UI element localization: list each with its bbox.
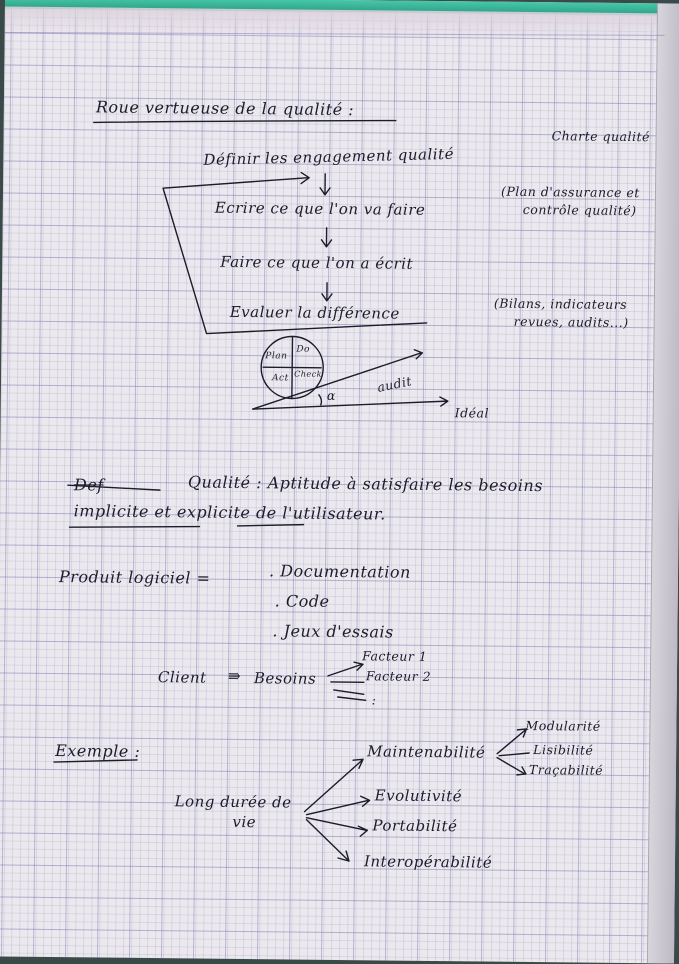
step-evaluate: Evaluer la différence (229, 302, 400, 323)
note-plan-line1: (Plan d'assurance et (500, 183, 640, 201)
definition-line1: Qualité : Aptitude à satisfaire les beso… (187, 472, 544, 496)
wheel-plan: Plan (265, 351, 288, 362)
wheel-check: Check (294, 369, 322, 379)
definition-label: Def (73, 475, 104, 495)
produit-label: Produit logiciel = (58, 567, 211, 588)
produit-item-jeux: . Jeux d'essais (272, 621, 394, 642)
step-do: Faire ce que l'on a écrit (220, 252, 414, 273)
exemple-root-line2: vie (232, 812, 257, 832)
note-charte: Charte qualité (551, 128, 651, 145)
branch-maintenabilite: Maintenabilité (367, 742, 486, 762)
wheel-do: Do (296, 344, 311, 355)
sub-lisibilite: Lisibilité (533, 742, 594, 758)
exemple-root-line1: Long durée de (174, 792, 292, 812)
facteur-2: Facteur 2 (365, 668, 432, 684)
produit-item-code: . Code (274, 591, 330, 611)
besoins-label: Besoins (253, 669, 317, 688)
branch-evolutivite: Evolutivité (374, 786, 463, 806)
branch-interoperabilite: Interopérabilité (363, 852, 493, 872)
note-bilans-line1: (Bilans, indicateurs (493, 295, 628, 313)
facteur-dots: : (371, 692, 377, 708)
step-write: Ecrire ce que l'on va faire (214, 198, 426, 219)
sub-modularite: Modularité (525, 717, 601, 734)
facteur-1: Facteur 1 (362, 648, 428, 664)
wheel-act: Act (272, 373, 289, 384)
exemple-label: Exemple : (55, 741, 141, 761)
client-label: Client (157, 668, 207, 687)
ideal-label: Idéal (454, 405, 490, 421)
branch-portabilite: Portabilité (372, 816, 458, 836)
definition-line2: implicite et explicite de l'utilisateur. (73, 501, 386, 524)
note-bilans-line2: revues, audits...) (513, 313, 629, 331)
page-title: Roue vertueuse de la qualité : (95, 97, 355, 120)
sub-tracabilite: Traçabilité (528, 762, 604, 778)
client-arrow: ⇛ (227, 666, 242, 685)
produit-item-documentation: . Documentation (268, 561, 411, 582)
alpha-label: α (326, 387, 336, 403)
note-plan-line2: contrôle qualité) (522, 201, 637, 219)
